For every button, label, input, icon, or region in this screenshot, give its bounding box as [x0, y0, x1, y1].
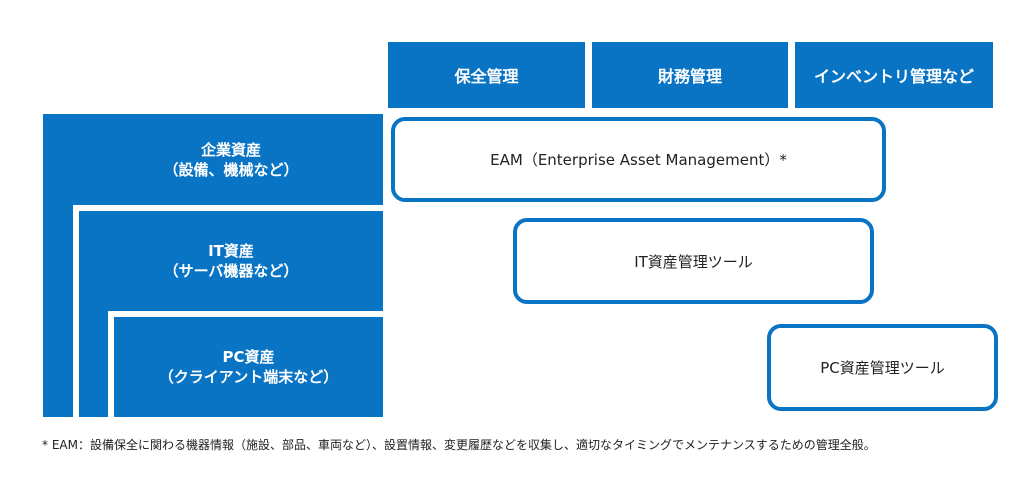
row-enterprise-assets: 企業資産 （設備、機械など） — [79, 114, 383, 205]
header-inventory-management: インベントリ管理など — [795, 42, 993, 108]
row-subtitle: （設備、機械など） — [163, 160, 299, 179]
row-subtitle: （クライアント端末など） — [158, 368, 339, 386]
separator-left-it — [73, 205, 79, 417]
header-maintenance-management: 保全管理 — [388, 42, 585, 108]
separator-enterprise-it — [73, 205, 383, 211]
tool-label: IT資産管理ツール — [634, 252, 753, 271]
row-it-assets: IT資産 （サーバ機器など） — [79, 211, 383, 311]
asset-hierarchy-block — [43, 114, 383, 417]
tool-label: EAM（Enterprise Asset Management）* — [490, 151, 787, 169]
tool-box-eam: EAM（Enterprise Asset Management）* — [391, 117, 886, 202]
header-financial-management: 財務管理 — [592, 42, 788, 108]
header-label: 財務管理 — [657, 67, 722, 86]
header-label: 保全管理 — [454, 67, 519, 86]
row-title: 企業資産 — [200, 140, 261, 159]
row-subtitle: （サーバ機器など） — [163, 262, 299, 280]
footnote: * EAM：設備保全に関わる機器情報（施設、部品、車両など）、設置情報、変更履歴… — [42, 438, 876, 452]
separator-left-pc — [108, 311, 114, 417]
row-title: PC資産 — [222, 348, 275, 366]
tool-label: PC資産管理ツール — [820, 359, 945, 377]
tool-box-pc-asset-management: PC資産管理ツール — [767, 324, 998, 411]
header-label: インベントリ管理など — [813, 67, 974, 86]
row-pc-assets: PC資産 （クライアント端末など） — [114, 317, 383, 417]
separator-it-pc — [108, 311, 383, 317]
row-title: IT資産 — [208, 242, 254, 260]
tool-box-it-asset-management: IT資産管理ツール — [513, 218, 874, 304]
